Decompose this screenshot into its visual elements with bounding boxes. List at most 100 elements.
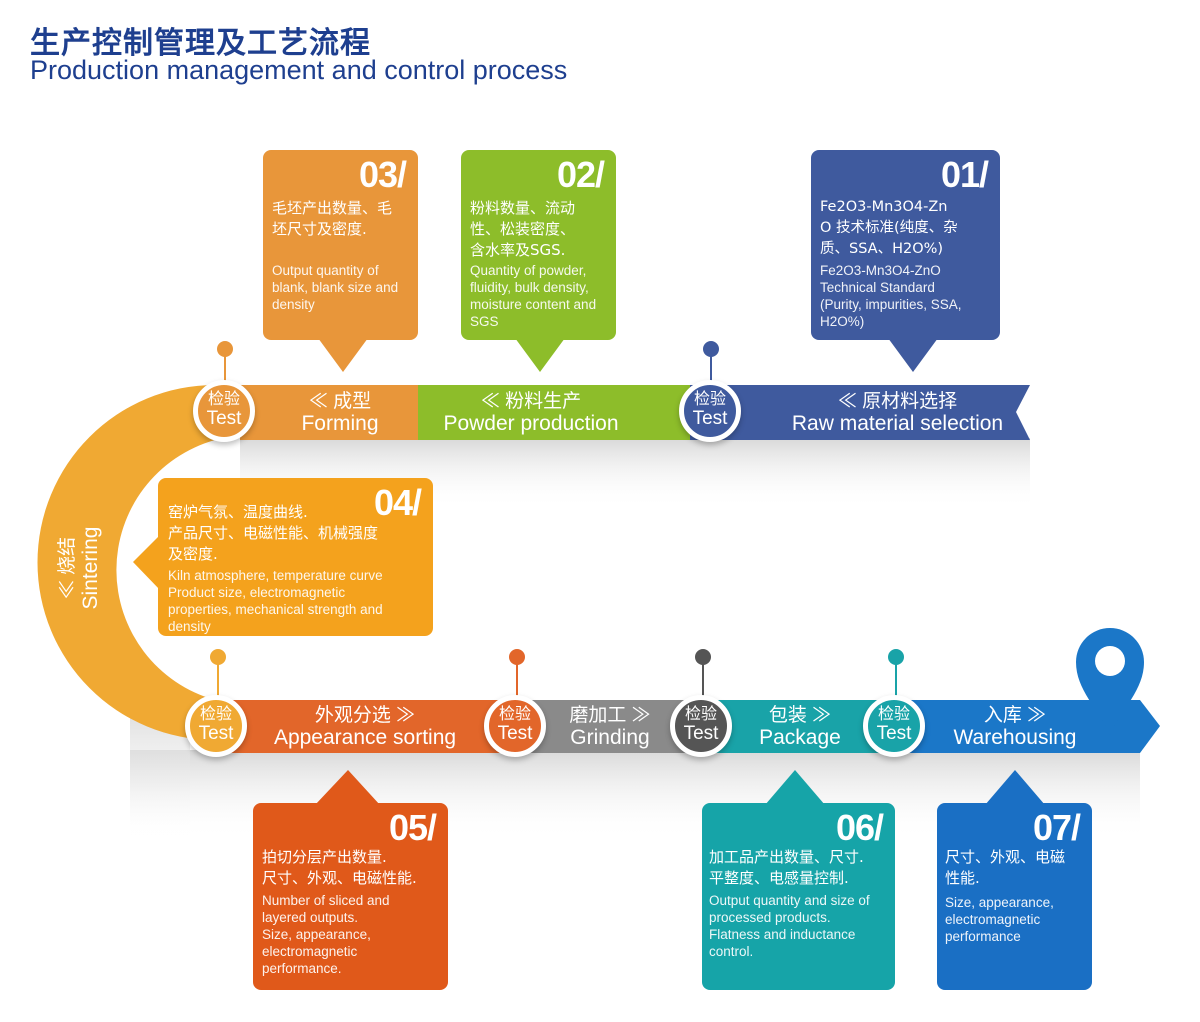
card-en-text: Kiln atmosphere, temperature curve Produ… xyxy=(168,568,383,634)
pin-dot-6 xyxy=(888,649,904,665)
card-number: 04/ xyxy=(373,482,422,523)
package-en: Package xyxy=(759,726,841,749)
sintering-en: Sintering xyxy=(79,526,102,610)
page-title-en: Production management and control proces… xyxy=(30,55,568,85)
pin-dot-5 xyxy=(695,649,711,665)
pin-dot-4 xyxy=(509,649,525,665)
step-warehousing-label: 入库 ≫ Warehousing xyxy=(940,705,1090,749)
card06-pointer xyxy=(765,770,825,805)
test-circle-raw: 检验 Test xyxy=(679,380,741,442)
card-cn-text: 毛坯产出数量、毛 坯尺寸及密度. xyxy=(272,199,393,238)
step-sintering-label: ≪ 烧结 Sintering xyxy=(57,523,137,613)
appearance-en: Appearance sorting xyxy=(273,726,457,749)
card05-pointer xyxy=(315,770,380,805)
card-04-sintering: 04/ 窑炉气氛、温度曲线. 产品尺寸、电磁性能、机械强度 及密度. Kiln … xyxy=(158,478,433,636)
card-number: 07/ xyxy=(1032,807,1081,848)
test-cn: 检验 xyxy=(199,706,232,723)
pin-dot-2 xyxy=(703,341,719,357)
band-appearance xyxy=(215,700,510,753)
test-en: Test xyxy=(876,723,912,744)
card-cn-text: 尺寸、外观、电磁 性能. xyxy=(945,848,1066,887)
card-05-appearance: 05/ 拍切分层产出数量. 尺寸、外观、电磁性能. Number of slic… xyxy=(253,803,448,990)
forming-cn: ≪ 成型 xyxy=(308,391,372,412)
card07-pointer xyxy=(985,770,1045,805)
card04-pointer xyxy=(133,535,160,590)
card-cn-text: Fe2O3-Mn3O4-Zn O 技术标准(纯度、杂 质、SSA、H2O%) xyxy=(820,199,958,257)
card-cn-text: 拍切分层产出数量. 尺寸、外观、电磁性能. xyxy=(262,848,417,887)
pin-stem-5 xyxy=(702,664,704,700)
step-raw-label: ≪ 原材料选择 Raw material selection xyxy=(775,391,1020,435)
sintering-cn: ≪ 烧结 xyxy=(57,536,78,600)
card-en-text: Quantity of powder, fluidity, bulk densi… xyxy=(470,263,597,329)
test-circle-warehousing: 检验 Test xyxy=(863,695,925,757)
card-cn-text: 窑炉气氛、温度曲线. 产品尺寸、电磁性能、机械强度 及密度. xyxy=(168,503,379,563)
card-en-text: Output quantity of blank, blank size and… xyxy=(272,263,399,312)
test-circle-package: 检验 Test xyxy=(670,695,732,757)
card-cn-text: 粉料数量、流动 性、松装密度、 含水率及SGS. xyxy=(470,199,576,259)
test-en: Test xyxy=(206,408,242,429)
pin-stem-1 xyxy=(224,350,226,385)
step-grinding-label: 磨加工 ≫ Grinding xyxy=(555,705,665,749)
test-cn: 检验 xyxy=(684,706,717,723)
test-circle-forming: 检验 Test xyxy=(193,380,255,442)
band-forming xyxy=(240,385,420,440)
card-en-text: Fe2O3-Mn3O4-ZnO Technical Standard (Puri… xyxy=(820,263,962,329)
pin-stem-3 xyxy=(217,664,219,700)
appearance-cn: 外观分选 ≫ xyxy=(314,705,416,726)
test-cn: 检验 xyxy=(877,706,910,723)
location-pin-hole xyxy=(1095,646,1125,676)
test-en: Test xyxy=(497,723,533,744)
raw-en: Raw material selection xyxy=(791,412,1004,435)
card-number: 05/ xyxy=(388,807,437,848)
test-en: Test xyxy=(683,723,719,744)
card-en-text: Size, appearance, electromagnetic perfor… xyxy=(945,895,1054,944)
band-raw xyxy=(690,385,1030,440)
step-package-label: 包装 ≫ Package xyxy=(745,705,855,749)
card-cn-text: 加工品产出数量、尺寸. 平整度、电感量控制. xyxy=(709,848,864,887)
powder-en: Powder production xyxy=(443,412,619,435)
test-cn: 检验 xyxy=(207,391,240,408)
pin-stem-6 xyxy=(895,664,897,700)
grinding-en: Grinding xyxy=(570,726,650,749)
card-en-text: Output quantity and size of processed pr… xyxy=(709,893,870,959)
card02-pointer xyxy=(515,338,565,372)
grinding-cn: 磨加工 ≫ xyxy=(569,705,651,726)
card-en-text: Number of sliced and layered outputs. Si… xyxy=(262,893,390,976)
card-01-raw-material: 01/ Fe2O3-Mn3O4-Zn O 技术标准(纯度、杂 质、SSA、H2O… xyxy=(811,150,1000,340)
card-number: 01/ xyxy=(940,154,989,195)
test-circle-grinding: 检验 Test xyxy=(484,695,546,757)
test-cn: 检验 xyxy=(498,706,531,723)
card-02-powder: 02/ 粉料数量、流动 性、松装密度、 含水率及SGS. Quantity of… xyxy=(461,150,616,340)
step-forming-label: ≪ 成型 Forming xyxy=(265,391,415,435)
test-circle-appearance: 检验 Test xyxy=(185,695,247,757)
warehousing-cn: 入库 ≫ xyxy=(983,705,1047,726)
location-pin-icon xyxy=(1076,628,1144,735)
step-appearance-label: 外观分选 ≫ Appearance sorting xyxy=(260,705,470,749)
pin-stem-4 xyxy=(516,664,518,700)
forming-en: Forming xyxy=(301,412,379,435)
step-powder-label: ≪ 粉料生产 Powder production xyxy=(425,391,637,435)
pin-stem-2 xyxy=(710,350,712,385)
card-number: 02/ xyxy=(556,154,605,195)
pin-dot-1 xyxy=(217,341,233,357)
package-cn: 包装 ≫ xyxy=(768,705,832,726)
test-cn: 检验 xyxy=(693,391,726,408)
warehousing-en: Warehousing xyxy=(953,726,1077,749)
pin-dot-3 xyxy=(210,649,226,665)
card01-pointer xyxy=(888,338,938,372)
card-number: 03/ xyxy=(358,154,407,195)
band-package xyxy=(700,700,895,753)
test-en: Test xyxy=(198,723,234,744)
card-number: 06/ xyxy=(835,807,884,848)
raw-cn: ≪ 原材料选择 xyxy=(837,391,958,412)
card-03-forming: 03/ 毛坯产出数量、毛 坯尺寸及密度. Output quantity of … xyxy=(263,150,418,340)
card-07-warehousing: 07/ 尺寸、外观、电磁 性能. Size, appearance, elect… xyxy=(937,803,1092,990)
card03-pointer xyxy=(318,338,368,372)
band-warehousing xyxy=(895,700,1160,753)
page-title-cn: 生产控制管理及工艺流程 xyxy=(30,26,371,61)
card-06-package: 06/ 加工品产出数量、尺寸. 平整度、电感量控制. Output quanti… xyxy=(702,803,895,990)
powder-cn: ≪ 粉料生产 xyxy=(480,391,582,412)
band-powder xyxy=(418,385,690,440)
test-en: Test xyxy=(692,408,728,429)
sintering-arc xyxy=(37,385,215,740)
